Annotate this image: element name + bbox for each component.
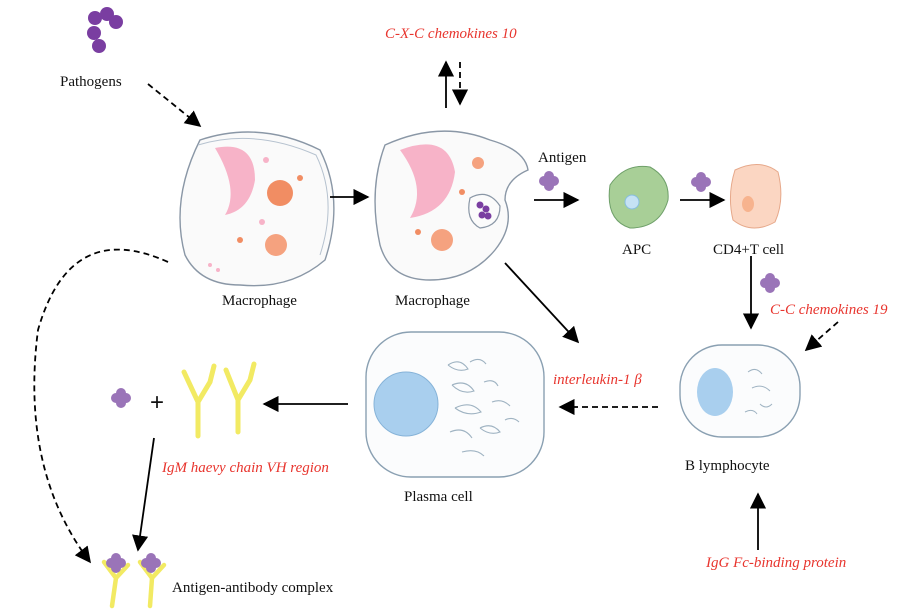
plus-sign: +: [150, 389, 164, 416]
macrophage-1-label: Macrophage: [222, 293, 297, 309]
arrow-to-complex: [132, 437, 155, 552]
arrow-pathogen-to-macrophage: [147, 83, 202, 128]
interleukin-1-beta-label: interleukin-1 β: [553, 372, 642, 388]
antigen-icon: [691, 172, 711, 192]
granule: [265, 234, 287, 256]
pathogens-label: Pathogens: [60, 74, 122, 90]
cd4-t-cell-label: CD4+T cell: [713, 242, 784, 258]
antigen-icon: [760, 273, 780, 293]
arrow-macrophage-to-il1b: [504, 262, 580, 344]
cc-chemokine-19-label: C-C chemokines 19: [770, 302, 888, 318]
pathogen-icon: [87, 7, 123, 53]
antibody-icon: [181, 361, 257, 439]
antigen-label: Antigen: [538, 150, 587, 166]
granule: [267, 180, 293, 206]
arrow-cc19-to-b-cell: [804, 321, 839, 352]
antigen-icon: [539, 171, 559, 191]
cd4-t-cell: [729, 164, 782, 229]
antigen-antibody-complex-icon: [101, 553, 167, 609]
macrophage-2-cell: [374, 130, 529, 281]
antigen-antibody-complex-label: Antigen-antibody complex: [172, 580, 334, 596]
cxc-chemokine-10-label: C-X-C chemokines 10: [385, 26, 517, 42]
igm-heavy-chain-label: IgM haevy chain VH region: [161, 460, 329, 476]
antigen-icon: [111, 388, 131, 408]
macrophage-2-label: Macrophage: [395, 293, 470, 309]
macrophage-1-nucleus: [215, 146, 255, 215]
plasma-cell-label: Plasma cell: [404, 489, 473, 505]
arrow-macrophage-to-complex: [33, 248, 169, 564]
macrophage-1-cell: [179, 131, 335, 287]
b-lymphocyte-cell: [679, 344, 801, 438]
apc-cell: [608, 165, 669, 229]
plasma-cell: [365, 331, 545, 478]
engulfed-pathogen-icon: [476, 201, 492, 220]
igg-fc-binding-protein-label: IgG Fc-binding protein: [705, 555, 846, 571]
apc-label: APC: [622, 242, 651, 258]
b-lymphocyte-label: B lymphocyte: [685, 458, 770, 474]
macrophage-2-nucleus: [400, 144, 455, 218]
